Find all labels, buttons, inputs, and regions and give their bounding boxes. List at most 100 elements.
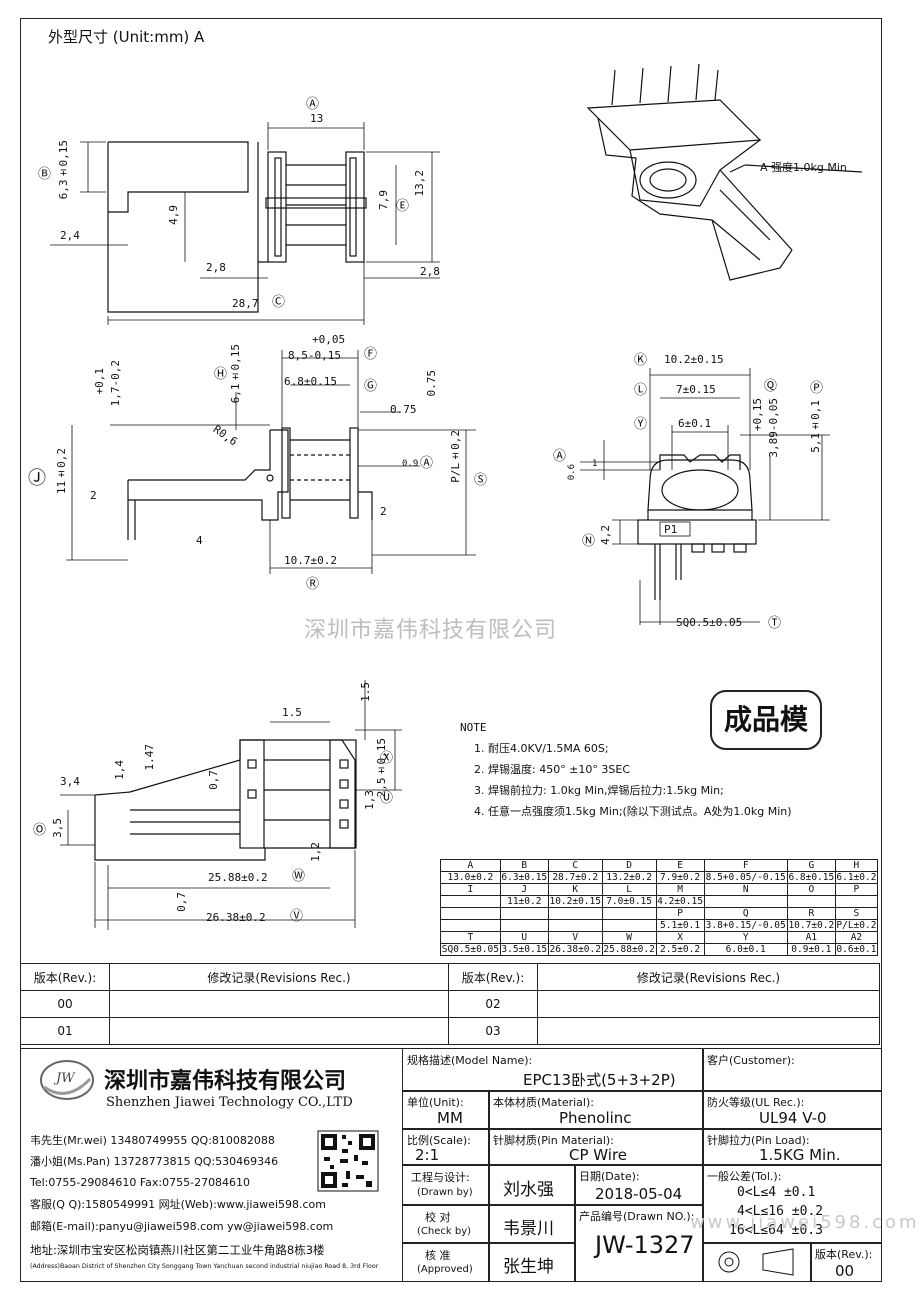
- dimension-table-cell: T: [440, 931, 501, 944]
- front-dim-1: 1: [592, 459, 598, 469]
- approved-cell: 张生坤: [488, 1242, 576, 1282]
- revision-table: 版本(Rev.): 修改记录(Revisions Rec.) 版本(Rev.):…: [20, 963, 880, 1045]
- qr-code-icon: [317, 1130, 379, 1192]
- contact-qq-web: 客服(Q Q):1580549991 网址(Web):www.jiawei598…: [30, 1198, 326, 1211]
- notes-title: NOTE: [460, 721, 487, 734]
- rec-00: [109, 990, 449, 1018]
- dimension-table-cell: 13.2±0.2: [601, 871, 657, 884]
- side-dim-4: 4: [196, 534, 203, 547]
- front-dim-42: 4,2: [599, 525, 612, 545]
- dimension-table-cell: [440, 919, 501, 932]
- side-dim-PL: P/L±0,2: [449, 430, 462, 483]
- iso-view: [586, 63, 863, 281]
- side-dim-075-horiz: 0.75: [390, 403, 417, 416]
- material-value: Phenolinc: [559, 1109, 632, 1127]
- rec-header-left: 修改记录(Revisions Rec.): [109, 963, 449, 991]
- pin-load-value: 1.5KG Min.: [759, 1146, 841, 1164]
- website-watermark: www.jiawei598.com: [690, 1212, 920, 1233]
- dim-28-left: 2,8: [206, 261, 226, 274]
- pin-material-value: CP Wire: [569, 1146, 628, 1164]
- bottom-dim-V-circle: Ⓥ: [290, 909, 304, 924]
- dimension-table-cell: [499, 907, 549, 920]
- tol-row-3: 16<L≤64 ±0.3: [729, 1223, 823, 1238]
- dimension-table-cell: H: [834, 859, 879, 872]
- dimension-table-cell: 25.88±0.2: [601, 943, 657, 956]
- rec-01: [109, 1017, 449, 1045]
- dimension-table-cell: 0.9±0.1: [786, 943, 836, 956]
- rec-03: [537, 1017, 880, 1045]
- dimension-table-cell: I: [440, 883, 501, 896]
- header-title: 外型尺寸 (Unit:mm) A: [48, 28, 205, 46]
- bottom-dim-O-circle: Ⓞ: [33, 823, 47, 838]
- front-dim-sq: SQ0.5±0.05: [676, 616, 743, 629]
- scale-cell: 比例(Scale): 2:1: [402, 1128, 490, 1166]
- technical-drawing: [50, 63, 863, 930]
- drawn-by-value: 刘水强: [503, 1180, 554, 1200]
- company-logo: JW: [38, 1057, 96, 1103]
- dimension-table-cell: R: [786, 907, 836, 920]
- approved-value: 张生坤: [503, 1257, 554, 1277]
- side-dim-S-circle: Ⓢ: [474, 473, 488, 488]
- front-dim-Q-circle: Ⓠ: [764, 379, 778, 394]
- contact-wei: 韦先生(Mr.wei) 13480749955 QQ:810082088: [30, 1134, 275, 1147]
- side-dim-R-circle: Ⓡ: [306, 577, 320, 592]
- side-dim-107: 10.7±0.2: [284, 554, 337, 567]
- approved-label-cell: 核 准 (Approved): [402, 1242, 490, 1282]
- ul-value: UL94 V-0: [759, 1109, 827, 1127]
- front-view-dims: [580, 368, 830, 625]
- dimension-table-cell: L: [601, 883, 657, 896]
- drawing-no-value: JW-1327: [595, 1231, 695, 1259]
- jw-logo-icon: [40, 1060, 94, 1100]
- dimension-table-cell: 6.1±0.2: [834, 871, 879, 884]
- bottom-dim-07-top: 0,7: [207, 770, 220, 790]
- unit-cell: 单位(Unit): MM: [402, 1090, 490, 1130]
- company-block: JW 深圳市嘉伟科技有限公司 Shenzhen Jiawei Technolog…: [20, 1048, 403, 1281]
- drawn-by-cell: 刘水强: [488, 1164, 576, 1206]
- front-view-outline: [637, 454, 757, 600]
- side-dim-09: 0.9: [402, 459, 419, 469]
- dim-287: 28,7: [232, 297, 259, 310]
- pin-load-cell: 针脚拉力(Pin Load): 1.5KG Min.: [702, 1128, 882, 1166]
- dim-E-circle: Ⓔ: [396, 199, 410, 214]
- date-cell: 日期(Date): 2018-05-04: [574, 1164, 704, 1206]
- drawing-no-cell: 产品编号(Drawn NO.): JW-1327: [574, 1204, 704, 1282]
- dimension-table-cell: [786, 895, 836, 908]
- note-1: 1. 耐压4.0KV/1.5MA 60S;: [474, 742, 609, 755]
- top-view-dims: [50, 122, 440, 325]
- side-view-outline: [127, 427, 373, 540]
- dim-28-right: 2,8: [420, 265, 440, 278]
- tol-row-1: 0<L≤4 ±0.1: [737, 1185, 816, 1200]
- note-4: 4. 任意一点强度须1.5kg Min;(除以下测试点。A处为1.0kg Min…: [474, 805, 792, 818]
- dimension-table-cell: 3.8+0.15/-0.05: [703, 919, 788, 932]
- dimension-table-cell: 6.8±0.15: [786, 871, 836, 884]
- pin-material-cell: 针脚材质(Pin Material): CP Wire: [488, 1128, 704, 1166]
- dimension-table-cell: X: [655, 931, 705, 944]
- side-dim-68: 6.8±0.15: [284, 375, 337, 388]
- dimension-table-cell: N: [703, 883, 788, 896]
- address-en: (Address)Baoan District of Shenzhen City…: [30, 1263, 379, 1270]
- dimension-table-cell: [440, 895, 501, 908]
- drawn-by-label-cell: 工程与设计: (Drawn by): [402, 1164, 490, 1206]
- dimension-table-cell: A2: [834, 931, 879, 944]
- side-dim-H-circle: Ⓗ: [214, 367, 228, 382]
- company-name-en: Shenzhen Jiawei Technology CO.,LTD: [106, 1095, 353, 1110]
- dimension-table-cell: [547, 907, 603, 920]
- dim-24: 2,4: [60, 229, 80, 242]
- front-dim-K-circle: Ⓚ: [634, 353, 648, 368]
- rev-03: 03: [448, 1017, 538, 1045]
- bottom-view-dims: [60, 680, 402, 930]
- rev-02: 02: [448, 990, 538, 1018]
- side-dim-A1-circle: Ⓐ: [420, 456, 434, 471]
- rev-cell: 版本(Rev.): 00: [810, 1242, 882, 1282]
- bottom-dim-35: 3,5: [51, 818, 64, 838]
- rev-header-right: 版本(Rev.):: [448, 963, 538, 991]
- front-dim-L-circle: Ⓛ: [634, 383, 648, 398]
- side-dim-J-circle: Ⓙ: [28, 468, 46, 489]
- check-by-cell: 韦景川: [488, 1204, 576, 1244]
- front-dim-A2-circle: Ⓐ: [553, 449, 567, 464]
- dimension-table-cell: 7.9±0.2: [655, 871, 705, 884]
